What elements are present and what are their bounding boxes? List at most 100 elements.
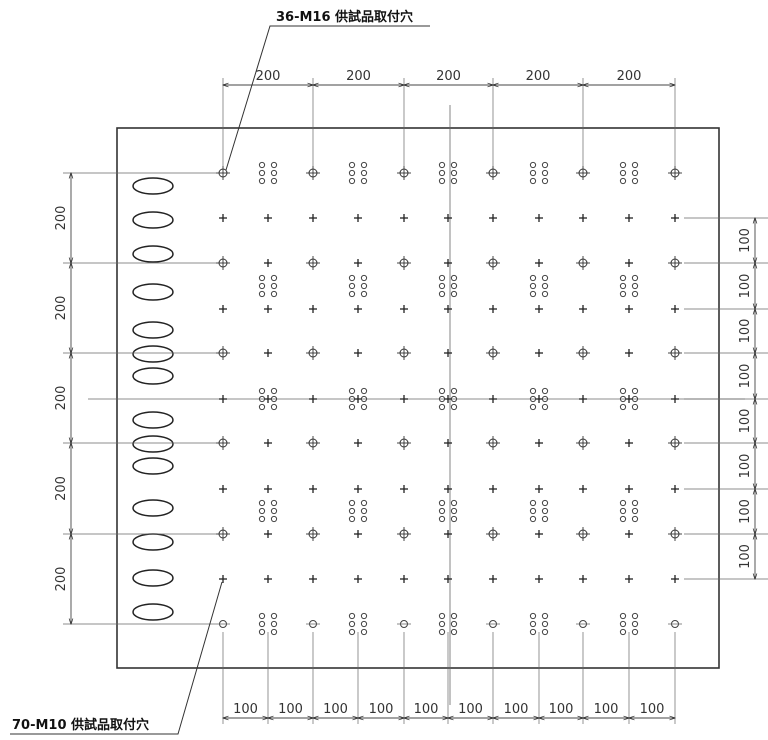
m10-hole: [264, 349, 272, 357]
hole-cluster: [348, 161, 368, 185]
m10-hole: [309, 214, 317, 222]
m16-hole: [306, 436, 320, 450]
m16-hole: [216, 436, 230, 450]
m16-hole: [576, 527, 590, 541]
dimension-lines: 200 200 200 200 200 100 100 100 100 100 100 100 100 1…: [54, 69, 768, 724]
plain-hole: [668, 620, 682, 628]
m10-hole: [535, 575, 543, 583]
m10-hole: [264, 305, 272, 313]
m10-hole: [219, 214, 227, 222]
m16-hole: [397, 166, 411, 180]
top-callout-label: 36-M16 供試品取付穴: [276, 9, 413, 25]
m16-hole: [668, 166, 682, 180]
m16-hole: [397, 346, 411, 360]
m10-hole: [444, 485, 452, 493]
hole-cluster: [529, 499, 549, 523]
slot: [132, 499, 174, 517]
hole-cluster: [438, 387, 458, 411]
m10-hole: [625, 349, 633, 357]
m10-hole: [400, 485, 408, 493]
m10-hole: [354, 214, 362, 222]
m10-hole: [264, 395, 272, 403]
hole-cluster: [438, 274, 458, 298]
m10-hole: [219, 395, 227, 403]
m10-hole: [535, 259, 543, 267]
m10-hole: [625, 439, 633, 447]
hole-cluster: [438, 161, 458, 185]
left-dim-text: 200: [54, 206, 69, 231]
top-dim-text: 200: [617, 69, 642, 84]
m16-hole: [486, 346, 500, 360]
hole-cluster: [529, 274, 549, 298]
m16-hole: [668, 436, 682, 450]
top-dim-text: 200: [436, 69, 461, 84]
plain-hole: [576, 620, 590, 628]
plain-hole: [397, 620, 411, 628]
plate-outline: [116, 127, 720, 669]
m10-hole: [625, 485, 633, 493]
m10-hole: [625, 395, 633, 403]
left-dim-text: 200: [54, 567, 69, 592]
m16-hole: [486, 166, 500, 180]
hole-cluster: [348, 387, 368, 411]
m16-hole: [306, 527, 320, 541]
m10-hole: [535, 395, 543, 403]
right-dim-text: 100: [738, 319, 753, 344]
bottom-dim-text: 100: [369, 702, 394, 717]
m10-hole: [671, 575, 679, 583]
hole-cluster: [258, 612, 278, 636]
m10-hole: [625, 575, 633, 583]
m10-hole: [400, 214, 408, 222]
m16-hole: [306, 166, 320, 180]
m10-hole: [489, 214, 497, 222]
m10-hole: [489, 395, 497, 403]
m16-hole: [306, 256, 320, 270]
right-dim-text: 100: [738, 499, 753, 524]
m16-hole: [576, 166, 590, 180]
m16-hole: [486, 436, 500, 450]
plain-hole: [306, 620, 320, 628]
left-dim-text: 200: [54, 386, 69, 411]
slot: [132, 283, 174, 301]
left-dim-text: 200: [54, 476, 69, 501]
m10-hole: [354, 439, 362, 447]
top-callout-leader: [225, 25, 430, 171]
m10-hole: [625, 214, 633, 222]
top-dim-text: 200: [256, 69, 281, 84]
bottom-dim-text: 100: [323, 702, 348, 717]
hole-cluster: [619, 161, 639, 185]
m10-hole: [444, 439, 452, 447]
m16-hole: [576, 346, 590, 360]
hole-cluster: [438, 499, 458, 523]
m10-hole: [671, 395, 679, 403]
bottom-dim-text: 100: [549, 702, 574, 717]
m10-hole: [309, 395, 317, 403]
m16-hole: [306, 346, 320, 360]
slot: [132, 533, 174, 551]
bottom-dim-text: 100: [233, 702, 258, 717]
bottom-dim-text: 100: [594, 702, 619, 717]
bottom-dim-text: 100: [414, 702, 439, 717]
m10-hole: [444, 530, 452, 538]
slot: [132, 569, 174, 587]
m10-hole: [625, 305, 633, 313]
m10-hole: [671, 305, 679, 313]
m10-hole: [219, 575, 227, 583]
plain-hole: [486, 620, 500, 628]
hole-cluster: [529, 161, 549, 185]
hole-cluster: [438, 612, 458, 636]
top-dim-text: 200: [346, 69, 371, 84]
m10-hole: [535, 530, 543, 538]
right-dim-text: 100: [738, 274, 753, 299]
slot: [132, 177, 174, 195]
slot: [132, 411, 174, 429]
m10-hole: [444, 305, 452, 313]
m16-hole: [216, 256, 230, 270]
m10-hole: [444, 349, 452, 357]
hole-cluster: [258, 499, 278, 523]
m16-hole: [576, 256, 590, 270]
m10-hole: [354, 395, 362, 403]
m16-hole: [668, 256, 682, 270]
m10-hole: [671, 485, 679, 493]
m10-hole: [219, 305, 227, 313]
